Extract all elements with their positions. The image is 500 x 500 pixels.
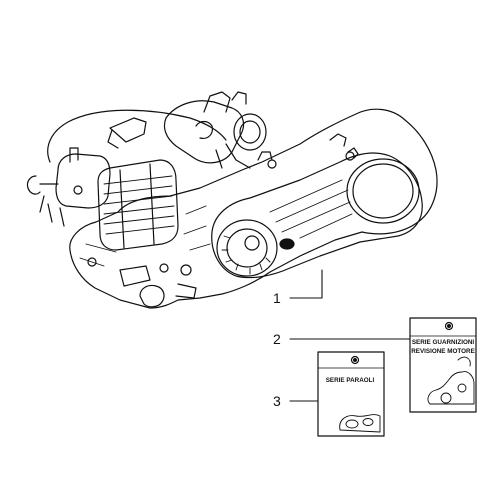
carb-screw — [73, 185, 83, 195]
bolt-b — [345, 151, 355, 161]
cylinder-shroud — [119, 163, 155, 249]
oil-seal-b — [362, 418, 374, 426]
gasket-ring-a — [440, 392, 452, 404]
pulley-outer — [216, 219, 278, 277]
oil-seal-set-package: SERIE PARAOLI — [317, 351, 385, 437]
gasket-package-line1: SERIE GUARNIZIONI — [412, 339, 475, 346]
lower-detail-lines — [79, 205, 211, 267]
cylinder-fins — [103, 175, 175, 235]
pulley-ticks — [221, 235, 271, 275]
fuel-line — [47, 109, 227, 163]
cover-hole — [279, 238, 295, 250]
gasket-package-label-zone — [409, 317, 477, 337]
clutch-cover-inner — [352, 163, 414, 219]
cover-ribs — [269, 179, 353, 239]
gasket-curl — [457, 356, 471, 367]
seal-package-bag — [317, 351, 385, 437]
bolt-a — [267, 159, 277, 169]
gasket-package-hang-hole-inner — [447, 324, 452, 329]
gasket-ring-b — [457, 383, 467, 393]
bolt-e — [87, 257, 97, 267]
seal-package-contents — [339, 414, 381, 433]
pulley-ring — [226, 228, 268, 268]
oil-seal-a — [345, 419, 359, 429]
upper-bolts — [257, 133, 359, 161]
gasket-package-contents — [427, 371, 475, 405]
gasket-package-line2: REVISIONE MOTORE — [411, 348, 475, 355]
bolt-d — [159, 263, 169, 273]
gasket-package-bag — [409, 317, 477, 413]
seal-package-hang-hole-inner — [353, 358, 358, 363]
intake-hose — [215, 143, 251, 169]
carburetor — [55, 153, 111, 209]
intake-bracket — [195, 91, 247, 139]
callout-number-1: 1 — [273, 290, 281, 306]
bolt-c — [180, 264, 192, 276]
seal-package-hang-hole — [350, 355, 360, 365]
callout-number-3: 3 — [273, 393, 281, 409]
transmission-cover — [211, 152, 423, 279]
clutch-cover-ring — [346, 158, 420, 224]
gasket-set-package: SERIE GUARNIZIONI REVISIONE MOTORE — [409, 317, 477, 413]
crankcase-outline — [69, 108, 438, 309]
cylinder-block — [97, 159, 179, 251]
engine-assembly — [26, 91, 438, 309]
intake-throat-inner — [239, 120, 261, 144]
callout-number-2: 2 — [273, 331, 281, 347]
leader-line-1 — [289, 269, 323, 299]
gasket-package-hang-hole — [444, 321, 454, 331]
carb-fittings — [26, 147, 79, 227]
seal-package-label-zone — [317, 351, 385, 369]
pulley-hub — [244, 235, 260, 251]
mount-bracket — [107, 117, 147, 149]
seal-package-line1: SERIE PARAOLI — [326, 377, 375, 384]
lower-mount — [119, 265, 197, 308]
intake-throat-outer — [233, 113, 267, 151]
